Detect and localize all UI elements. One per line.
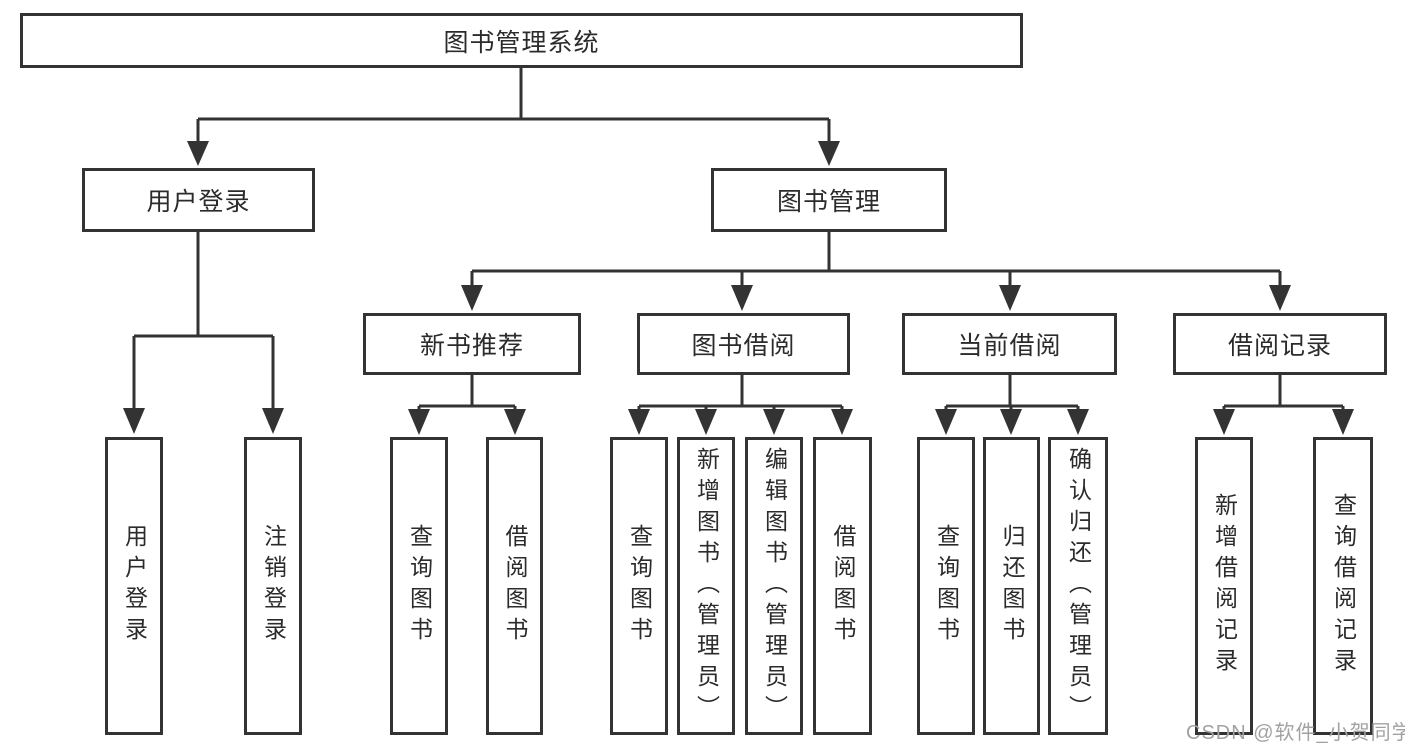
arrow-down-icon xyxy=(695,409,717,435)
arrow-down-icon xyxy=(628,409,650,435)
node-user-login: 用户登录 xyxy=(82,168,315,232)
node-library-management-system: 图书管理系统 xyxy=(20,13,1023,68)
arrow-down-icon xyxy=(1067,409,1089,435)
leaf-add-books-admin: 新增图书（管理员） xyxy=(677,437,735,735)
connector-stems xyxy=(132,68,1345,411)
arrowhead-icons xyxy=(123,141,1354,435)
arrow-down-icon xyxy=(408,409,430,435)
leaf-return-books: 归还图书 xyxy=(983,437,1040,735)
leaf-query-books-borrowing: 查询图书 xyxy=(610,437,668,735)
arrow-down-icon xyxy=(123,408,145,434)
arrow-down-icon xyxy=(1000,409,1022,435)
leaf-edit-books-admin: 编辑图书（管理员） xyxy=(745,437,803,735)
arrow-down-icon xyxy=(1269,285,1291,311)
node-book-borrowing: 图书借阅 xyxy=(637,313,850,375)
csdn-watermark: CSDN @软件_小贺同学 xyxy=(1186,722,1405,744)
leaf-query-books-current: 查询图书 xyxy=(917,437,975,735)
leaf-confirm-return-admin: 确认归还（管理员） xyxy=(1048,437,1108,735)
leaf-user-login: 用户登录 xyxy=(105,437,163,735)
leaf-borrow-books-borrowing: 借阅图书 xyxy=(813,437,872,735)
node-book-management: 图书管理 xyxy=(711,168,947,232)
arrow-down-icon xyxy=(1213,409,1235,435)
leaf-logout: 注销登录 xyxy=(244,437,302,735)
node-borrowing-records: 借阅记录 xyxy=(1173,313,1387,375)
arrow-down-icon xyxy=(818,141,840,166)
node-new-book-recommendation: 新书推荐 xyxy=(363,313,581,375)
arrow-down-icon xyxy=(187,141,209,166)
arrow-down-icon xyxy=(504,409,526,435)
arrow-down-icon xyxy=(999,285,1021,311)
leaf-query-books-recommend: 查询图书 xyxy=(390,437,448,735)
arrow-down-icon xyxy=(831,409,853,435)
leaf-borrow-books-recommend: 借阅图书 xyxy=(486,437,543,735)
node-current-borrowing: 当前借阅 xyxy=(902,313,1117,375)
arrow-down-icon xyxy=(1332,409,1354,435)
arrow-down-icon xyxy=(763,409,785,435)
arrow-down-icon xyxy=(731,285,753,311)
arrow-down-icon xyxy=(461,285,483,311)
leaf-add-borrowing-record: 新增借阅记录 xyxy=(1195,437,1253,735)
arrow-down-icon xyxy=(935,409,957,435)
arrow-down-icon xyxy=(262,408,284,434)
leaf-query-borrowing-record: 查询借阅记录 xyxy=(1313,437,1373,735)
